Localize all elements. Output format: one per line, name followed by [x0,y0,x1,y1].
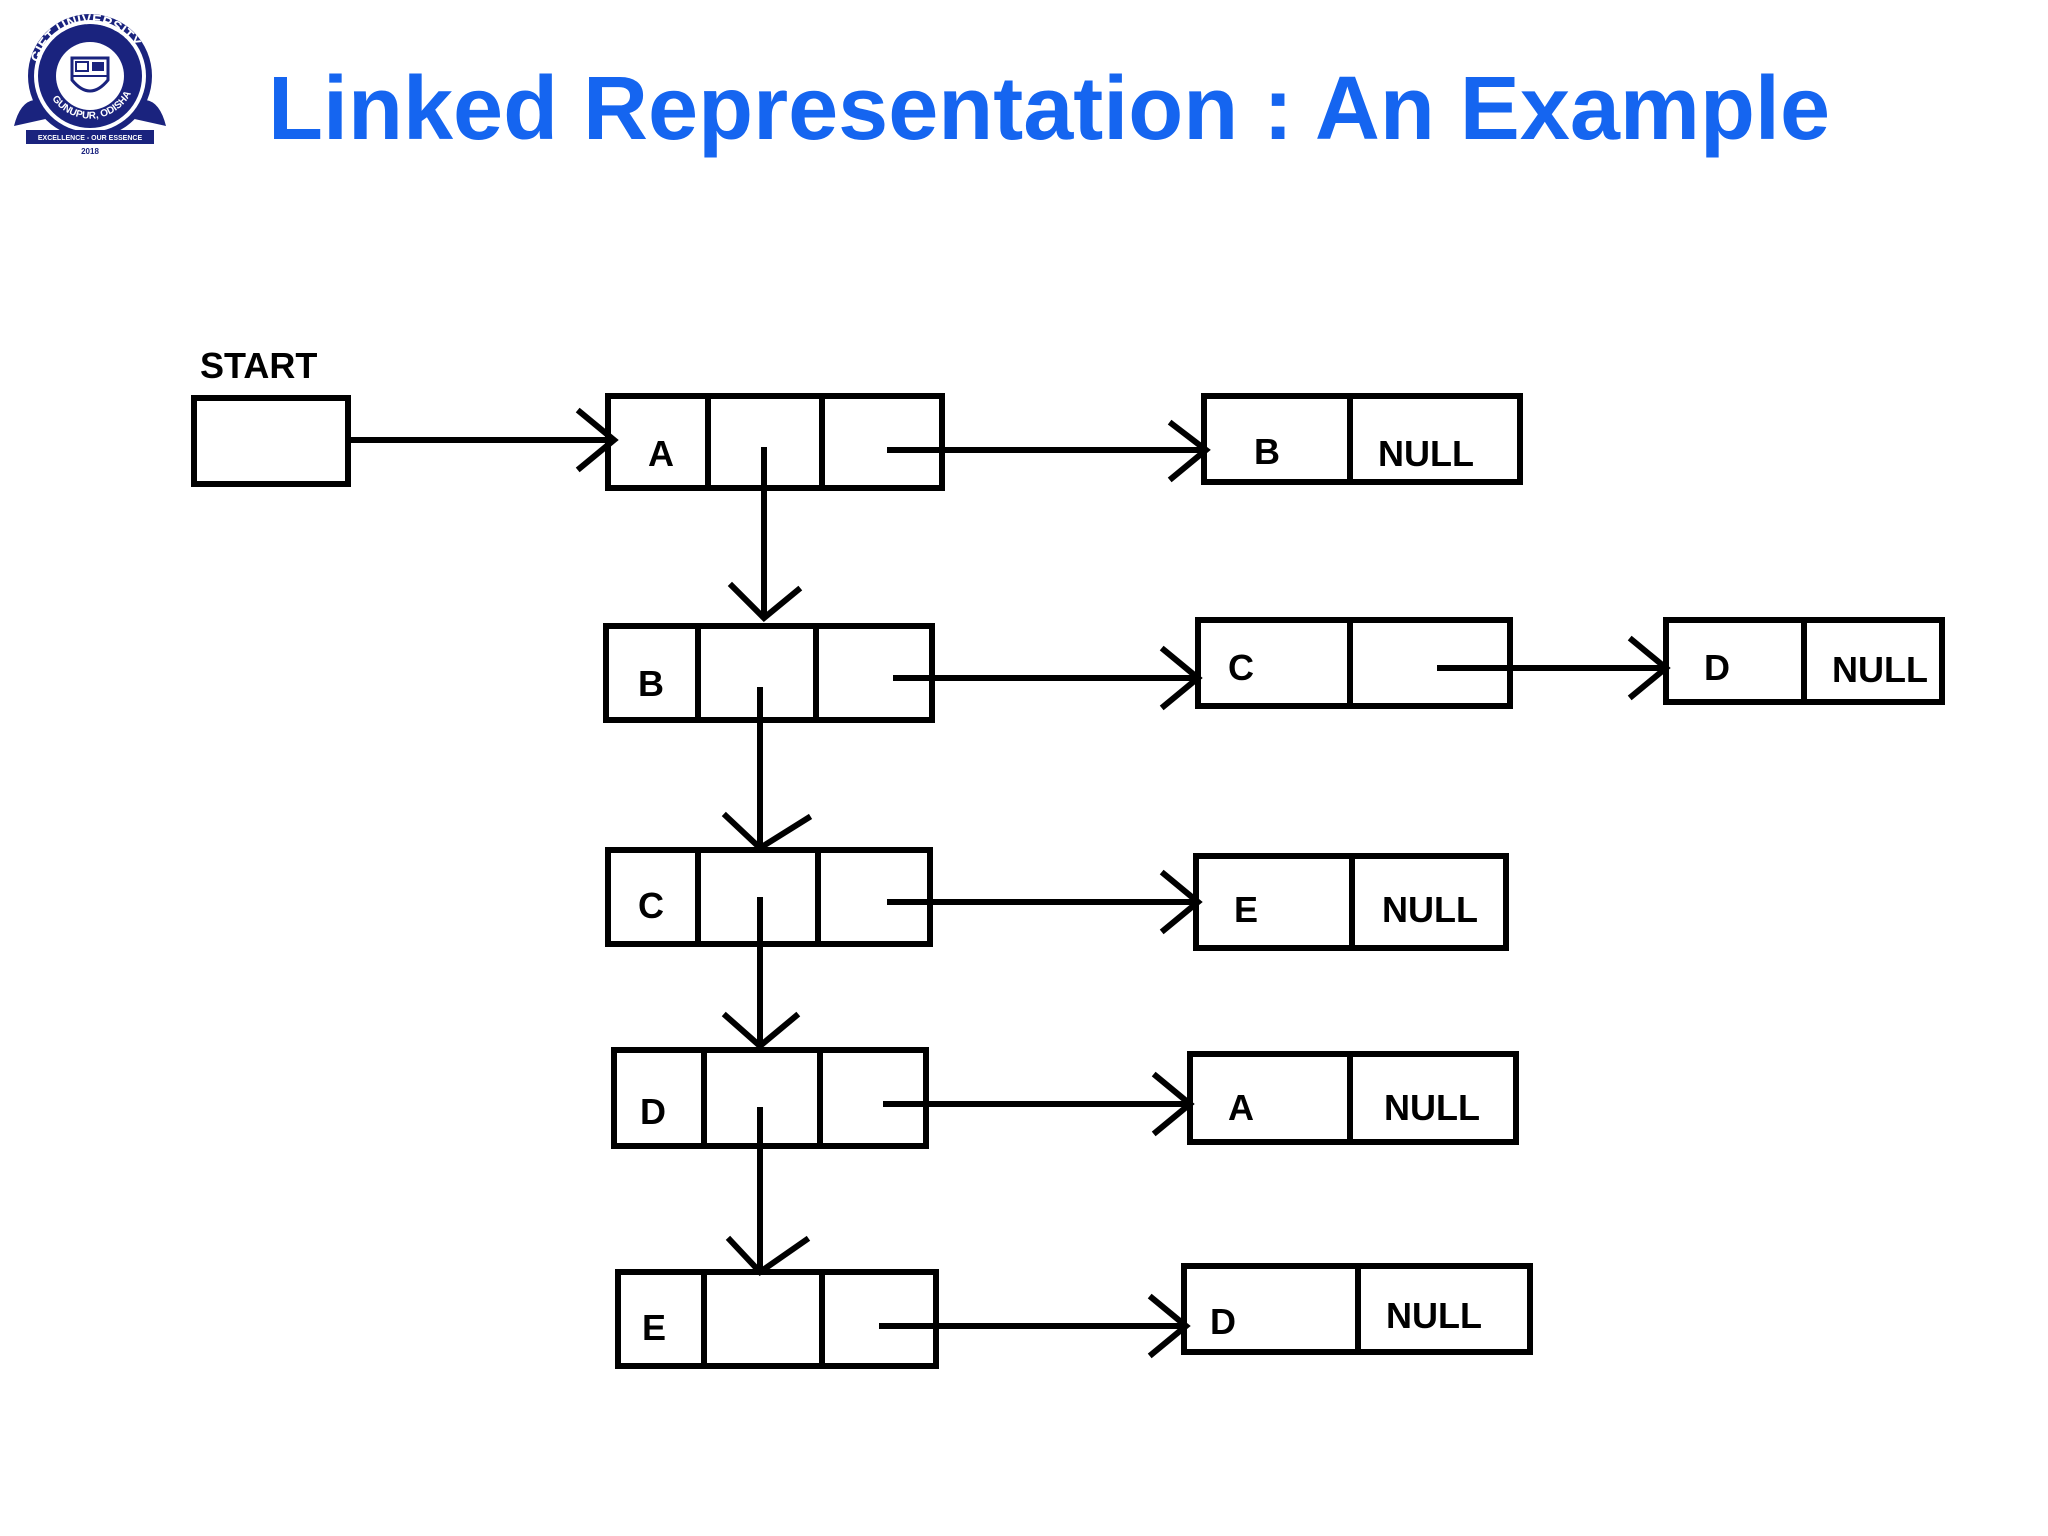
logo-motto: EXCELLENCE - OUR ESSENCE [38,135,143,142]
start-label: START [200,345,317,386]
vertex-node-a: A [605,393,945,491]
vertex-label-a: A [648,433,674,474]
vertex-label-e: E [642,1307,666,1348]
vertex-node-b: B [603,623,935,723]
edge-pointer-c-e [887,869,1203,935]
adj-label-e-d: D [1210,1301,1236,1342]
motto-banner [26,130,154,144]
adj-label-b-c: C [1228,647,1254,688]
vertex-link-c-d [721,897,801,1050]
book-icon [75,61,89,72]
vertex-label-c: C [638,885,664,926]
adj-null-d-a: NULL [1384,1087,1480,1128]
adj-label-a-b: B [1254,431,1280,472]
adj-label-c-e: E [1234,889,1258,930]
adj-label-d-a: A [1228,1087,1254,1128]
adj-null-e-d: NULL [1386,1295,1482,1336]
edge-pointer-c-d [1437,635,1671,701]
vertex-link-a-b [727,447,803,623]
adj-node-a-b: B NULL [1201,393,1523,485]
start-arrowhead [575,407,619,473]
edge-pointer-d-a [883,1071,1195,1137]
edge-pointer-e-d [879,1293,1191,1359]
adj-null-b-d: NULL [1832,649,1928,690]
right-lion-icon [130,100,166,126]
adj-label-b-d: D [1704,647,1730,688]
giet-university-logo: GIET UNIVERSITY GUNUPUR, ODISHA EXCELLEN… [14,11,166,156]
vertex-node-d: D [611,1047,929,1149]
adj-node-b-d: D NULL [1663,617,1945,705]
vertex-link-d-e [725,1107,811,1276]
left-lion-icon [14,100,50,126]
edge-pointer-b-c [893,645,1203,711]
vertex-node-c: C [605,847,933,947]
adj-node-b-c: C [1195,617,1513,709]
adj-node-e-d: D NULL [1181,1263,1533,1355]
start-pointer-box [191,395,351,487]
edge-pointer-a-b [887,419,1211,483]
vertex-label-b: B [638,663,664,704]
adj-node-c-e: E NULL [1193,853,1509,951]
adj-null-a-b: NULL [1378,433,1474,474]
adj-null-c-e: NULL [1382,889,1478,930]
vertex-link-b-c [721,687,813,852]
slide-title: Linked Representation : An Example [268,59,1830,159]
vertex-label-d: D [640,1091,666,1132]
logo-year: 2018 [81,147,99,156]
adj-node-d-a: A NULL [1187,1051,1519,1145]
vertex-node-e: E [615,1269,939,1369]
